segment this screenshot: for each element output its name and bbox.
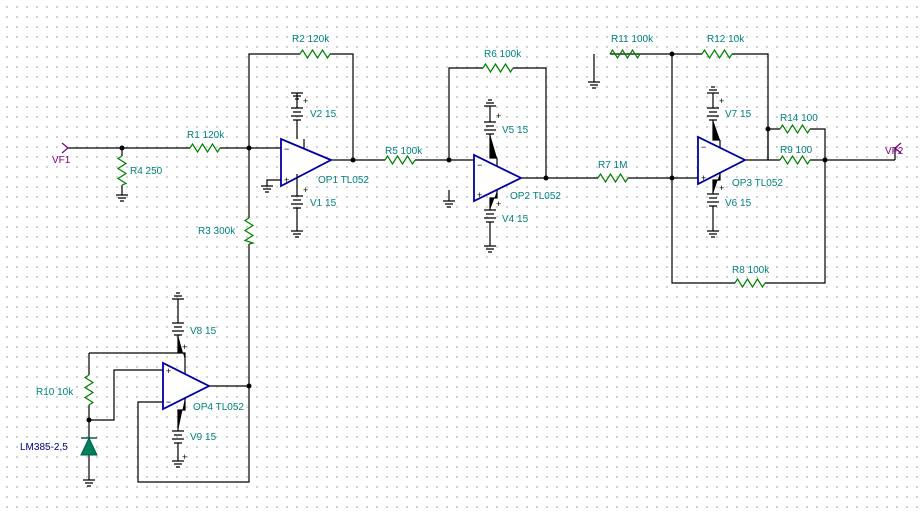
label-r14: R14 100 xyxy=(780,113,818,124)
resistor-r9[interactable] xyxy=(779,154,811,166)
label-v8: V8 15 xyxy=(190,326,217,337)
label-r7: R7 1M xyxy=(598,160,627,171)
resistor-r7[interactable] xyxy=(597,172,629,184)
v8-plus-mark: + xyxy=(182,342,187,352)
opamp-op2[interactable]: − + xyxy=(473,153,524,203)
labels: VF1 VF2 R1 120k R2 120k R3 300k R4 250 R… xyxy=(20,34,904,462)
v9-plus-mark: + xyxy=(182,452,187,462)
source-v9[interactable] xyxy=(172,398,186,461)
v2-plus-mark: + xyxy=(303,96,308,106)
resistor-r8[interactable] xyxy=(734,277,766,289)
op1-minus-sign: − xyxy=(284,144,289,154)
resistor-r10[interactable] xyxy=(83,374,95,406)
resistor-r3[interactable] xyxy=(243,217,256,245)
wires xyxy=(68,53,895,483)
resistor-r12[interactable] xyxy=(701,48,733,60)
label-r5: R5 100k xyxy=(385,146,423,157)
junctions xyxy=(86,51,828,423)
label-r2: R2 120k xyxy=(292,34,330,45)
label-v4: V4 15 xyxy=(502,214,529,225)
op4-plus-sign: + xyxy=(166,366,171,376)
resistor-r5[interactable] xyxy=(384,154,416,166)
opamp-op4[interactable]: + − xyxy=(162,360,212,411)
label-v2: V2 15 xyxy=(310,109,337,120)
label-r12: R12 10k xyxy=(707,34,745,45)
v1-plus-mark: + xyxy=(303,185,308,195)
source-v7[interactable] xyxy=(707,93,720,141)
label-diode: LM385-2,5 xyxy=(20,442,68,453)
opamp-op3[interactable]: − + xyxy=(697,135,748,186)
resistor-r14[interactable] xyxy=(779,123,811,135)
source-v1[interactable] xyxy=(291,174,303,231)
label-v1: V1 15 xyxy=(310,198,337,209)
source-v8[interactable] xyxy=(172,299,186,360)
label-v7: V7 15 xyxy=(725,109,752,120)
resistor-r4[interactable] xyxy=(116,155,128,186)
terminal-vf1[interactable] xyxy=(61,142,69,154)
op2-minus-sign: − xyxy=(477,160,482,170)
op2-plus-sign: + xyxy=(477,190,482,200)
source-v2[interactable] xyxy=(291,93,303,139)
source-v4[interactable] xyxy=(484,191,498,246)
op3-minus-sign: − xyxy=(701,142,706,152)
label-op4: OP4 TL052 xyxy=(193,402,244,413)
label-r1: R1 120k xyxy=(187,130,225,141)
op1-plus-sign: + xyxy=(284,175,289,185)
label-op1: OP1 TL052 xyxy=(318,175,369,186)
label-r4: R4 250 xyxy=(130,166,163,177)
resistor-r6[interactable] xyxy=(482,62,514,74)
label-op2: OP2 TL052 xyxy=(510,191,561,202)
label-v6: V6 15 xyxy=(725,198,752,209)
v6-plus-mark: + xyxy=(719,183,724,193)
v5-plus-mark: + xyxy=(496,111,501,121)
label-op3: OP3 TL052 xyxy=(732,178,783,189)
op4-minus-sign: − xyxy=(166,397,171,407)
label-v5: V5 15 xyxy=(502,125,529,136)
v4-plus-mark: + xyxy=(496,199,501,209)
op3-plus-sign: + xyxy=(701,173,706,183)
label-v9: V9 15 xyxy=(190,432,217,443)
v7-plus-mark: + xyxy=(719,96,724,106)
resistor-r11[interactable] xyxy=(609,48,641,60)
resistor-r2[interactable] xyxy=(299,48,331,60)
label-r10: R10 10k xyxy=(36,387,74,398)
terminal-vf2[interactable] xyxy=(894,142,902,160)
resistor-r1[interactable] xyxy=(189,142,221,154)
label-r3: R3 300k xyxy=(198,226,236,237)
source-v5[interactable] xyxy=(484,106,497,159)
net-label-vf2: VF2 xyxy=(885,146,904,157)
diode-lm385[interactable] xyxy=(80,436,98,456)
net-label-vf1: VF1 xyxy=(52,155,71,166)
label-r11: R11 100k xyxy=(611,34,654,45)
opamp-op1[interactable]: − + xyxy=(280,137,334,188)
source-v6[interactable] xyxy=(707,173,721,231)
label-r6: R6 100k xyxy=(484,49,522,60)
label-r8: R8 100k xyxy=(732,265,770,276)
label-r9: R9 100 xyxy=(780,145,813,156)
ground-symbols xyxy=(83,81,719,487)
